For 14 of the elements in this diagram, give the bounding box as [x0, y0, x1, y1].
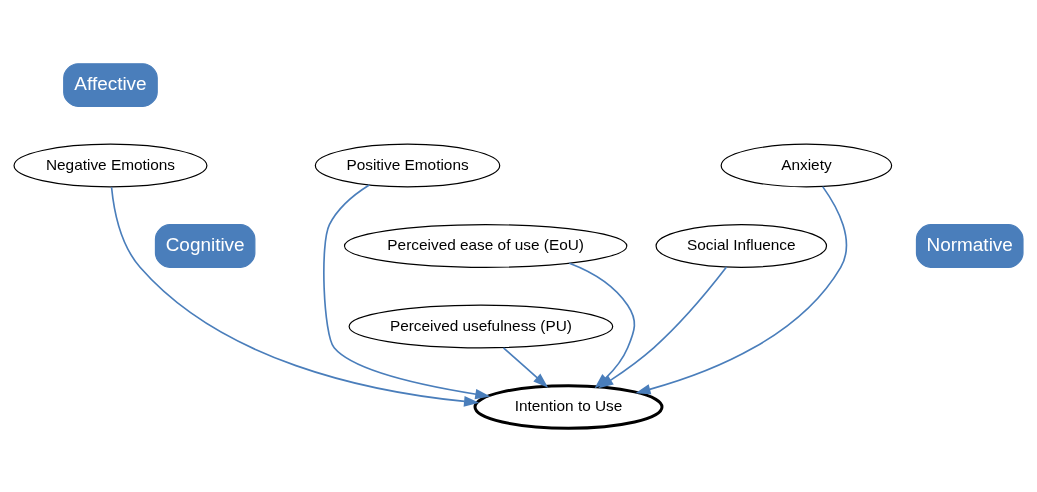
arrow [110, 186, 480, 407]
node-box: Affective [63, 63, 158, 107]
arrow [635, 185, 848, 395]
node-ellipse: Anxiety [720, 143, 893, 188]
node-ellipse: Negative Emotions [13, 143, 208, 188]
node-ellipse: Perceived usefulness (PU) [348, 304, 614, 349]
node-box: Cognitive [154, 224, 256, 268]
node-ellipse: Social Influence [655, 224, 828, 268]
node-ellipse: Positive Emotions [314, 143, 501, 188]
arrow [598, 266, 728, 389]
node-ellipse: Perceived ease of use (EoU) [343, 224, 628, 268]
arrow [502, 346, 549, 388]
node-box: Normative [915, 224, 1024, 268]
arrow [323, 184, 491, 400]
